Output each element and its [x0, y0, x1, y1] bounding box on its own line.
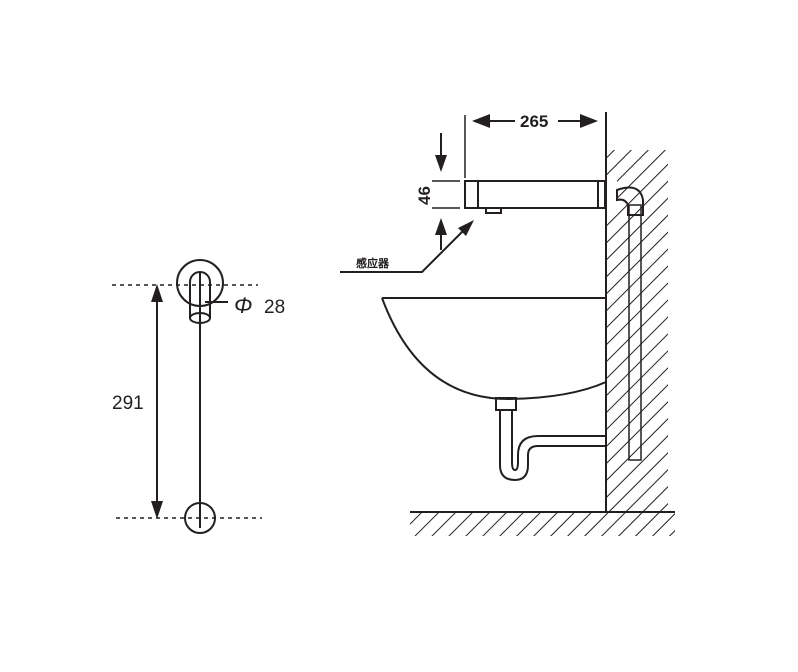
spout-height-label: 46: [415, 186, 434, 205]
drain-fitting: [495, 397, 517, 411]
floor-hatch: [410, 513, 675, 536]
arrow-down-icon: [151, 501, 163, 519]
diameter-symbol: Φ: [234, 293, 252, 318]
faucet-body: [464, 180, 606, 209]
p-trap-outer: [499, 410, 606, 482]
wall-hatch: [606, 150, 668, 512]
sensor-window: [485, 208, 502, 214]
height-dimension-label: 291: [112, 393, 144, 414]
arrow-up-icon: [151, 284, 163, 302]
basin-bowl: [381, 297, 607, 401]
supply-pipe: [628, 204, 642, 461]
wall-elbow: [616, 186, 644, 216]
sensor-leader: [340, 227, 467, 273]
arrow-up-icon: [435, 218, 447, 235]
front-view: 291 Φ 28: [112, 259, 285, 534]
arrow-down-icon: [435, 155, 447, 172]
p-trap-inner: [511, 410, 606, 472]
diameter-dimension-label: 28: [264, 297, 285, 318]
arrow-left-icon: [472, 114, 490, 128]
leader-arrow-icon: [458, 220, 474, 236]
arrow-right-icon: [580, 114, 598, 128]
sensor-label: 感应器: [356, 256, 390, 270]
spout-length-label: 265: [520, 112, 548, 131]
side-view: 265 46 感应器: [340, 112, 675, 536]
